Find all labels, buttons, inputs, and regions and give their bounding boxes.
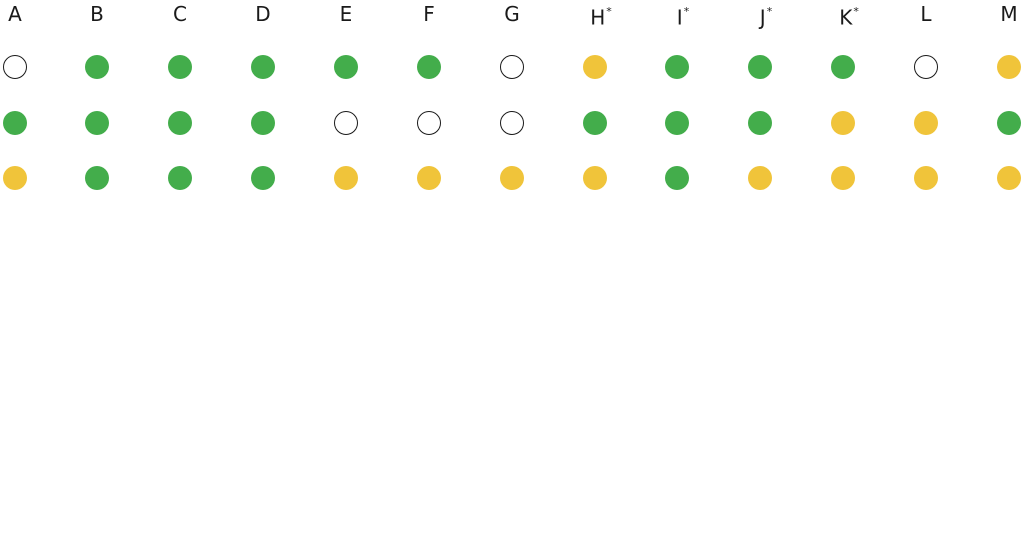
asterisk-mark: *: [853, 5, 859, 18]
status-dot-green: [334, 55, 358, 79]
status-dot-green: [251, 166, 275, 190]
status-dot-green: [85, 166, 109, 190]
status-dot-empty: [500, 55, 524, 79]
column-header-j: J*: [736, 2, 796, 30]
status-dot-yellow: [748, 166, 772, 190]
column-header-a: A: [0, 2, 45, 26]
status-dot-yellow: [583, 166, 607, 190]
column-header-l: L: [896, 2, 956, 26]
status-dot-green: [85, 55, 109, 79]
status-dot-empty: [417, 111, 441, 135]
column-label: C: [173, 2, 187, 26]
status-dot-green: [417, 55, 441, 79]
column-header-f: F: [399, 2, 459, 26]
column-label: L: [920, 2, 932, 26]
column-header-b: B: [67, 2, 127, 26]
status-dot-empty: [500, 111, 524, 135]
status-dot-green: [85, 111, 109, 135]
status-dot-green: [3, 111, 27, 135]
status-dot-green: [665, 55, 689, 79]
column-label: G: [504, 2, 520, 26]
status-dot-empty: [914, 55, 938, 79]
column-header-k: K*: [819, 2, 879, 30]
status-dot-green: [665, 166, 689, 190]
status-dot-green: [168, 55, 192, 79]
column-header-d: D: [233, 2, 293, 26]
column-label: I: [676, 5, 683, 30]
status-dot-green: [168, 166, 192, 190]
status-dot-yellow: [417, 166, 441, 190]
column-header-h: H*: [571, 2, 631, 30]
status-dot-yellow: [997, 166, 1021, 190]
asterisk-mark: *: [606, 5, 612, 18]
column-header-c: C: [150, 2, 210, 26]
status-dot-yellow: [334, 166, 358, 190]
column-label: H: [590, 5, 606, 30]
column-header-i: I*: [653, 2, 713, 30]
column-label: E: [339, 2, 353, 26]
column-label: K: [839, 5, 853, 30]
status-dot-yellow: [831, 166, 855, 190]
column-label: M: [1000, 2, 1018, 26]
status-dot-green: [831, 55, 855, 79]
status-dot-empty: [3, 55, 27, 79]
status-dot-yellow: [831, 111, 855, 135]
status-dot-green: [748, 111, 772, 135]
status-dot-empty: [334, 111, 358, 135]
status-dot-yellow: [3, 166, 27, 190]
status-dot-green: [748, 55, 772, 79]
status-dot-yellow: [914, 166, 938, 190]
column-label: A: [8, 2, 22, 26]
status-dot-green: [665, 111, 689, 135]
status-dot-yellow: [914, 111, 938, 135]
status-dot-yellow: [500, 166, 524, 190]
column-label: F: [423, 2, 435, 26]
column-label: J: [759, 5, 766, 30]
asterisk-mark: *: [683, 5, 690, 18]
status-dot-green: [997, 111, 1021, 135]
status-dot-yellow: [583, 55, 607, 79]
column-header-g: G: [482, 2, 542, 26]
column-label: B: [90, 2, 104, 26]
status-dot-green: [583, 111, 607, 135]
status-dot-green: [251, 111, 275, 135]
status-dot-yellow: [997, 55, 1021, 79]
column-header-m: M: [979, 2, 1024, 26]
status-dot-green: [168, 111, 192, 135]
asterisk-mark: *: [766, 5, 773, 18]
column-label: D: [255, 2, 271, 26]
column-header-e: E: [316, 2, 376, 26]
status-dot-green: [251, 55, 275, 79]
